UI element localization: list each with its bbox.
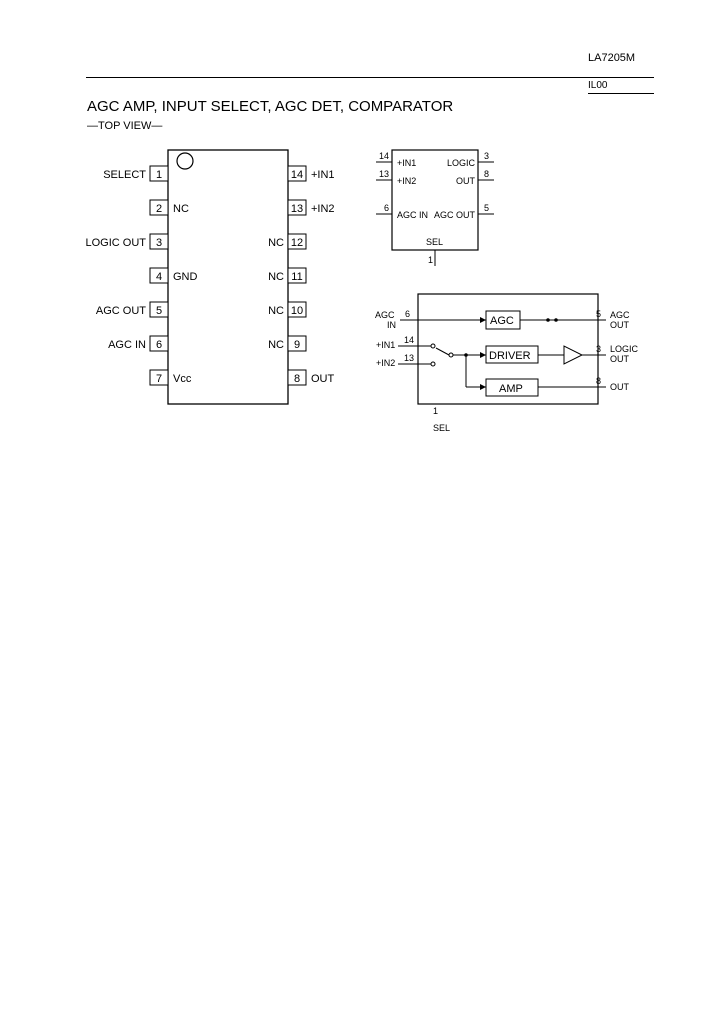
pin-box-left-7 <box>149 369 169 386</box>
pin-box-right-12 <box>287 233 307 250</box>
symbol-pin-num-8: 8 <box>484 169 489 179</box>
pin-number-left-5: 5 <box>156 305 162 317</box>
agc-in-arrow <box>480 317 486 323</box>
driver-in-arrow <box>480 352 486 358</box>
pin-box-left-1 <box>149 165 169 182</box>
symbol-pin-label-6: AGC IN <box>397 210 428 220</box>
agc-out-label-1: AGC <box>610 310 630 320</box>
pin-box-left-2 <box>149 199 169 216</box>
symbol-pin-num-6: 6 <box>384 203 389 213</box>
header-rule <box>86 77 654 78</box>
pin-number-right-11: 11 <box>291 271 302 283</box>
agc-in-pin-num: 6 <box>405 309 410 319</box>
symbol-sel-num: 1 <box>428 255 433 265</box>
block-sel-num: 1 <box>433 406 438 416</box>
pin-name-right-10: NC <box>268 305 284 317</box>
pin-number-right-8: 8 <box>294 373 300 385</box>
pin-number-left-7: 7 <box>156 373 162 385</box>
pin-name-right-8: OUT <box>311 373 335 385</box>
switch-blade <box>435 347 450 356</box>
symbol-sel-label: SEL <box>426 237 443 247</box>
top-view-caption: —TOP VIEW— <box>87 120 163 132</box>
agc-in-label-2: IN <box>387 320 396 330</box>
symbol-pin-num-5: 5 <box>484 203 489 213</box>
driver-box-label: DRIVER <box>489 350 531 362</box>
pin-number-left-3: 3 <box>156 237 162 249</box>
agc-out-dot-2 <box>554 318 558 322</box>
pin-name-right-14: +IN1 <box>311 169 335 181</box>
in2-label: +IN2 <box>376 358 395 368</box>
pin-number-right-13: 13 <box>291 203 303 215</box>
amp-box-label: AMP <box>499 383 523 395</box>
pin-box-left-6 <box>149 335 169 352</box>
pin-box-right-14 <box>287 165 307 182</box>
pin-box-left-4 <box>149 267 169 284</box>
block-sel-label: SEL <box>433 423 450 433</box>
pin-box-left-5 <box>149 301 169 318</box>
in1-contact <box>430 343 436 349</box>
in2-contact <box>430 361 436 367</box>
doc-code: IL00 <box>588 80 608 91</box>
pin-name-left-3: LOGIC OUT <box>85 237 146 249</box>
pin-number-left-1: 1 <box>156 169 162 181</box>
pin-name-left-2: NC <box>173 203 189 215</box>
symbol-pin-label-14: +IN1 <box>397 158 416 168</box>
agc-out-pin-num: 5 <box>596 309 601 319</box>
pin-box-right-9 <box>287 335 307 352</box>
symbol-pin-num-13: 13 <box>379 169 389 179</box>
logic-out-label-1: LOGIC <box>610 344 639 354</box>
pin-box-right-10 <box>287 301 307 318</box>
agc-out-dot-1 <box>546 318 550 322</box>
page-title: AGC AMP, INPUT SELECT, AGC DET, COMPARAT… <box>87 98 454 115</box>
symbol-pin-label-8: OUT <box>456 176 476 186</box>
amp-in-arrow <box>480 384 486 390</box>
part-number: LA7205M <box>588 52 636 64</box>
pin-number-right-9: 9 <box>294 339 300 351</box>
block-diagram: AGC IN 6 AGC 5 AGC OUT +IN1 14 +IN2 13 D… <box>375 293 639 433</box>
agc-out-label-2: OUT <box>610 320 630 330</box>
logic-out-label-2: OUT <box>610 354 630 364</box>
in2-pin-num: 13 <box>404 353 414 363</box>
pin-name-right-11: NC <box>268 271 284 283</box>
in1-label: +IN1 <box>376 340 395 350</box>
pin1-marker <box>176 152 194 170</box>
pin-box-right-13 <box>287 199 307 216</box>
pin-name-right-13: +IN2 <box>311 203 335 215</box>
symbol-pin-label-3: LOGIC <box>447 158 476 168</box>
agc-box-label: AGC <box>490 315 514 327</box>
pin-name-left-6: AGC IN <box>108 339 146 351</box>
in1-pin-num: 14 <box>404 335 414 345</box>
pin-name-left-1: SELECT <box>103 169 146 181</box>
pin-number-right-12: 12 <box>291 237 303 249</box>
pin-name-right-9: NC <box>268 339 284 351</box>
doc-code-underline <box>588 93 654 94</box>
pin-number-left-4: 4 <box>156 271 162 283</box>
pin-name-right-12: NC <box>268 237 284 249</box>
symbol-pin-label-13: +IN2 <box>397 176 416 186</box>
symbol-pin-num-14: 14 <box>379 151 389 161</box>
agc-in-label-1: AGC <box>375 310 395 320</box>
out-pin-num: 8 <box>596 376 601 386</box>
out-label: OUT <box>610 382 630 392</box>
pin-number-right-10: 10 <box>291 305 303 317</box>
pin-name-left-4: GND <box>173 271 198 283</box>
block-frame <box>417 293 599 405</box>
symbol-pin-num-3: 3 <box>484 151 489 161</box>
comparator-triangle <box>563 345 584 365</box>
pin-number-left-6: 6 <box>156 339 162 351</box>
pin-box-right-8 <box>287 369 307 386</box>
pin-box-right-11 <box>287 267 307 284</box>
pin-name-left-7: Vcc <box>173 373 192 385</box>
symbol-pin-label-5: AGC OUT <box>434 210 476 220</box>
pin-name-left-5: AGC OUT <box>96 305 146 317</box>
pin-number-left-2: 2 <box>156 203 162 215</box>
pin-box-left-3 <box>149 233 169 250</box>
logic-out-pin-num: 3 <box>596 344 601 354</box>
pin-number-right-14: 14 <box>291 169 303 181</box>
switch-pivot <box>448 352 454 358</box>
